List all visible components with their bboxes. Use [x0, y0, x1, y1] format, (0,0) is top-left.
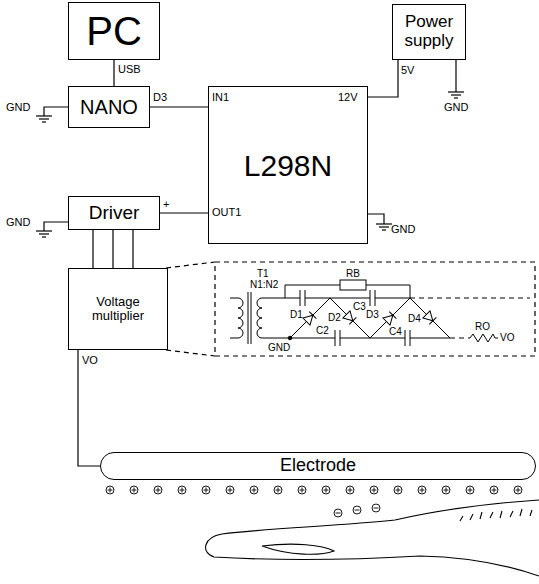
- pin-label: D1: [290, 309, 303, 320]
- resistor-symbol: [340, 280, 366, 290]
- ground-wires: [36, 60, 535, 356]
- power-supply-box: Power supply: [392, 4, 466, 60]
- positive-charge: [370, 486, 378, 494]
- positive-charge: [130, 486, 138, 494]
- node-title: Driver: [89, 203, 140, 224]
- hand-illustration: [206, 500, 539, 576]
- positive-charge: [106, 486, 114, 494]
- positive-charge: [274, 486, 282, 494]
- pin-label: D3: [366, 309, 379, 320]
- node-title: Power supply: [398, 13, 460, 50]
- wire: [132, 230, 133, 268]
- pin-label: C2: [316, 325, 329, 336]
- node-title: L298N: [244, 149, 332, 182]
- positive-charge: [346, 486, 354, 494]
- driver-box: Driver: [68, 196, 160, 230]
- pin-label: 5V: [401, 64, 414, 76]
- positive-charge: [322, 486, 330, 494]
- node-title: NANO: [80, 96, 138, 118]
- pin-label: D2: [328, 312, 341, 323]
- positive-charge: [202, 486, 210, 494]
- positive-charge: [178, 486, 186, 494]
- pin-label: D4: [408, 313, 421, 324]
- motor-driver-box: L298N: [208, 86, 368, 244]
- multiplier-box: Voltage multiplier: [68, 268, 168, 350]
- pin-label: D3: [153, 91, 167, 103]
- electrode-bar: Electrode: [100, 452, 536, 480]
- transformer-primary: [230, 298, 243, 338]
- positive-charge: [250, 486, 258, 494]
- pin-label: OUT1: [212, 206, 241, 218]
- positive-charge: [394, 486, 402, 494]
- pin-label: N1:N2: [250, 279, 278, 290]
- positive-charge: [466, 486, 474, 494]
- negative-charge: [372, 504, 380, 512]
- node-title: Voltage multiplier: [74, 295, 162, 324]
- pin-label: GND: [6, 216, 30, 228]
- positive-charge: [418, 486, 426, 494]
- pin-label: VO: [500, 332, 514, 343]
- pin-label: IN1: [212, 91, 229, 103]
- pin-label: USB: [118, 63, 141, 75]
- node-title: PC: [86, 9, 142, 53]
- computer-box: PC: [68, 2, 160, 60]
- positive-charge: [442, 486, 450, 494]
- pin-label: C3: [353, 301, 366, 312]
- pin-label: GND: [444, 101, 468, 113]
- wire: [92, 230, 93, 268]
- pin-label: RB: [346, 268, 360, 279]
- pin-label: RO: [475, 321, 490, 332]
- positive-charge: [490, 486, 498, 494]
- microcontroller-box: NANO: [68, 86, 150, 128]
- positive-charge: [514, 486, 522, 494]
- wire: [113, 60, 114, 86]
- wire: [150, 106, 208, 107]
- pin-label: GND: [6, 101, 30, 113]
- positive-charge: [298, 486, 306, 494]
- pin-label: VO: [82, 354, 98, 366]
- positive-charge: [154, 486, 162, 494]
- transformer-secondary: [257, 298, 262, 338]
- wire: [368, 60, 398, 97]
- positive-charge: [226, 486, 234, 494]
- voltage-multiplier-circuit: [230, 280, 530, 346]
- node-title: Electrode: [280, 456, 356, 476]
- wire: [78, 350, 100, 466]
- pin-label: T1: [257, 268, 269, 279]
- pin-label: +: [163, 198, 169, 210]
- pin-label: 12V: [338, 91, 358, 103]
- pin-label: C4: [389, 326, 402, 337]
- negative-charge: [353, 506, 361, 514]
- negative-charge: [334, 509, 342, 517]
- wire: [160, 212, 208, 213]
- resistor-symbol: [470, 334, 498, 342]
- pin-label: GND: [268, 342, 290, 353]
- wire: [112, 230, 113, 268]
- pin-label: GND: [391, 223, 415, 235]
- charge-symbols: [106, 486, 522, 517]
